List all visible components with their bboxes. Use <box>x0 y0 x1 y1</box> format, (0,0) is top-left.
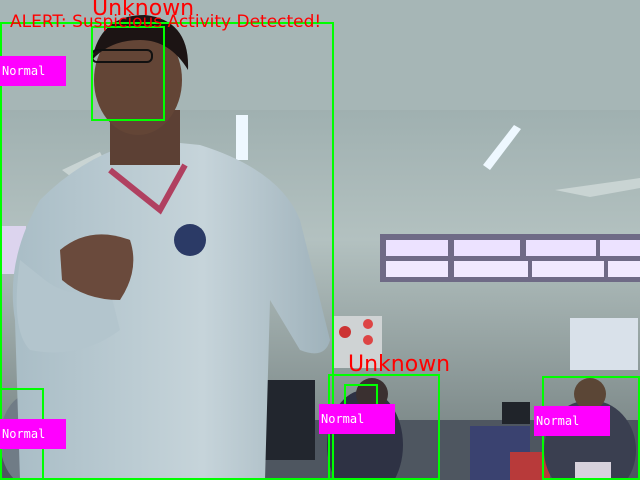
face-bounding-box <box>91 26 165 121</box>
face <box>94 25 182 135</box>
window-pane <box>454 261 528 277</box>
status-tag-normal: Normal <box>319 404 395 434</box>
ceiling-fan-left <box>62 152 104 176</box>
lanyard <box>108 163 188 215</box>
poster-dot <box>363 335 373 345</box>
window-pane <box>526 240 596 256</box>
alert-text: ALERT: Suspicious Activity Detected! <box>10 12 322 32</box>
window-pane <box>386 261 448 277</box>
person-bounding-box <box>0 22 334 480</box>
laptop <box>502 402 530 424</box>
wall-poster-left <box>332 316 382 368</box>
status-tag-normal: Normal <box>0 56 66 86</box>
wall-poster <box>570 318 638 370</box>
standing-student-body <box>12 140 331 480</box>
face-label-unknown-secondary: Unknown <box>348 352 451 377</box>
poster-dot <box>339 326 351 338</box>
face-label-unknown: Unknown <box>92 0 195 21</box>
ceiling-light <box>483 125 521 170</box>
shirt-badge <box>174 224 206 256</box>
standing-student-hands <box>60 234 134 300</box>
ceiling-light-center <box>236 115 248 160</box>
student-head-right <box>574 378 606 410</box>
laptop-right <box>575 462 611 480</box>
window-pane <box>532 261 604 277</box>
window-pane <box>600 240 640 256</box>
poster-dot <box>363 319 373 329</box>
ceiling-fan <box>555 178 640 197</box>
window-pane <box>454 240 520 256</box>
student-head <box>356 378 388 410</box>
standing-student-arm <box>16 260 121 353</box>
window-pane <box>386 240 448 256</box>
window-pane <box>608 261 640 277</box>
status-tag-normal: Normal <box>0 419 66 449</box>
status-tag-normal: Normal <box>534 406 610 436</box>
